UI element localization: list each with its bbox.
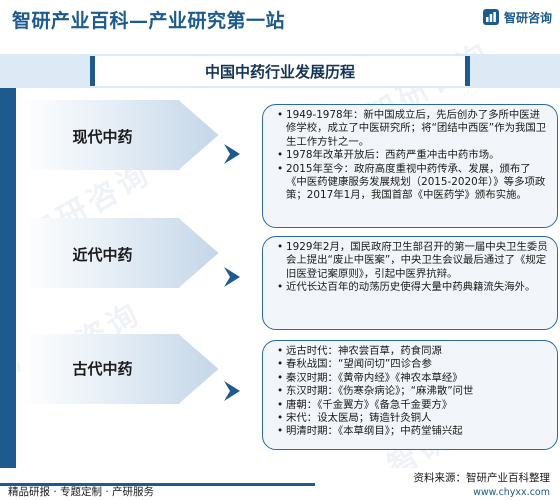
list-item: 远古时代：神农尝百草，药食同源 <box>277 345 549 359</box>
source-url-link[interactable]: www.chyxx.com <box>473 487 550 498</box>
list-item: 1949-1978年：新中国成立后，先后创办了多所中医进修学校，成立了中医研究所… <box>277 109 549 149</box>
brand[interactable]: 智研咨询 <box>482 8 552 26</box>
stage-panel-ancient: 远古时代：神农尝百草，药食同源 春秋战国：“望闻问切”四诊合参 秦汉时期：《黄帝… <box>262 340 558 450</box>
header-title: 智研产业百科—产业研究第一站 <box>12 10 286 32</box>
stage-shape-icon <box>20 334 222 404</box>
stage-label-recent: 近代中药 <box>72 246 133 264</box>
header: 智研产业百科—产业研究第一站 智研咨询 <box>0 0 560 44</box>
list-item: 春秋战国：“望闻问切”四诊合参 <box>277 358 549 372</box>
stage-shape-icon <box>20 218 222 288</box>
stage-shape-icon <box>20 100 222 170</box>
list-item: 1978年改革开放后：西药严重冲击中药市场。 <box>277 149 549 163</box>
stage-items-recent: 1929年2月，国民政府卫生部召开的第一届中央卫生委员会上提出“废止中医案”，中… <box>263 237 557 299</box>
arrow-icon <box>224 144 240 164</box>
list-item: 东汉时期：《伤寒杂病论》；“麻沸散”问世 <box>277 385 549 399</box>
stage-panel-recent: 1929年2月，国民政府卫生部召开的第一届中央卫生委员会上提出“废止中医案”，中… <box>262 236 558 330</box>
footer-source: 资料来源：智研产业百科整理 www.chyxx.com <box>414 470 551 498</box>
stage-items-ancient: 远古时代：神农尝百草，药食同源 春秋战国：“望闻问切”四诊合参 秦汉时期：《黄帝… <box>263 341 557 443</box>
brand-name: 智研咨询 <box>503 10 552 25</box>
stage-label-ancient: 古代中药 <box>72 360 133 378</box>
arrow-icon <box>224 267 240 287</box>
brand-logo-icon <box>482 9 499 25</box>
footer-services: 精品研报 · 专题定制 · 产研服务 <box>8 486 155 498</box>
list-item: 宋代：设太医局；铸造针灸铜人 <box>277 412 549 426</box>
list-item: 1929年2月，国民政府卫生部召开的第一届中央卫生委员会上提出“废止中医案”，中… <box>277 241 549 281</box>
left-decor-column <box>0 88 16 480</box>
list-item: 明清时期：《本草纲目》；中药堂铺兴起 <box>277 425 549 439</box>
stage-panel-modern: 1949-1978年：新中国成立后，先后创办了多所中医进修学校，成立了中医研究所… <box>262 104 558 228</box>
title-box: 中国中药行业发展历程 <box>90 56 470 86</box>
list-item: 秦汉时期：《黄帝内经》《神农本草经》 <box>277 372 549 386</box>
page-title: 中国中药行业发展历程 <box>204 62 355 81</box>
stage-items-modern: 1949-1978年：新中国成立后，先后创办了多所中医进修学校，成立了中医研究所… <box>263 105 557 207</box>
list-item: 唐朝：《千金翼方》《备急千金要方》 <box>277 399 549 413</box>
arrow-icon <box>224 381 240 401</box>
stage-label-modern: 现代中药 <box>72 128 133 146</box>
list-item: 2015年至今：政府高度重视中药传承、发展，颁布了《中医药健康服务发展规划（20… <box>277 163 549 203</box>
list-item: 近代长达百年的动荡历史使得大量中药典籍流失海外。 <box>277 281 549 295</box>
source-note: 资料来源：智研产业百科整理 <box>413 472 551 484</box>
footer-divider <box>0 483 315 486</box>
